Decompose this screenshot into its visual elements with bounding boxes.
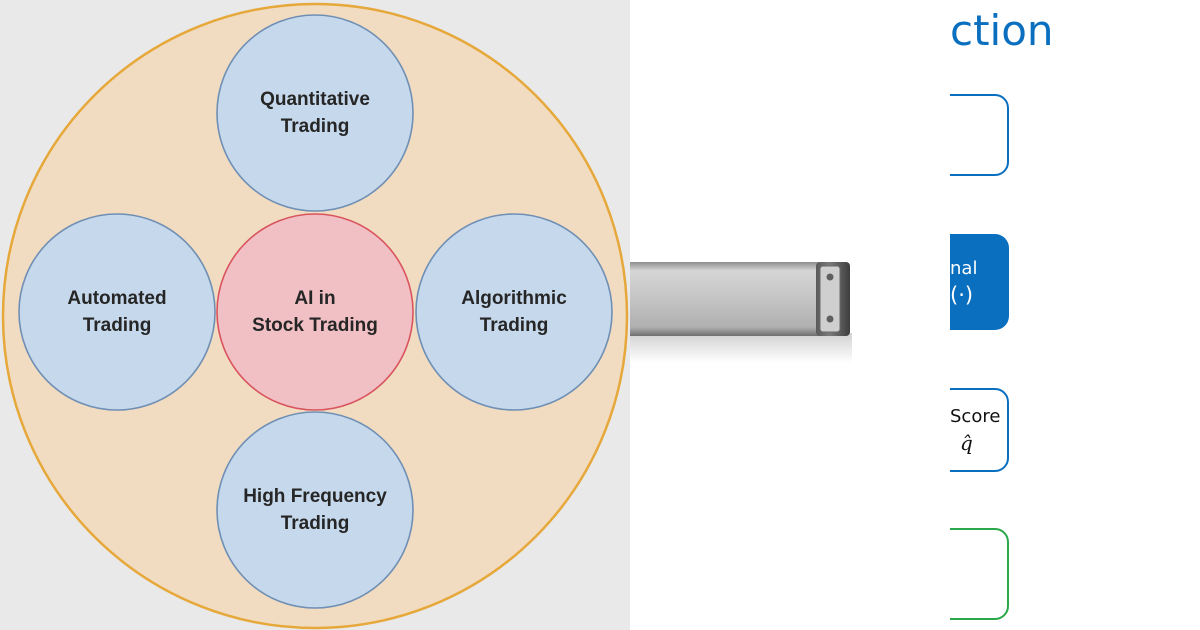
node-high-frequency-circle: [216, 411, 414, 609]
slide-heading-fragment: ction: [950, 6, 1054, 55]
slide-fragment-panel: ction nal (·) Score q̂: [950, 0, 1200, 630]
metal-bar-panel: [630, 0, 950, 630]
diagram-shapes: [1, 2, 629, 630]
metal-bar-image: [630, 262, 852, 363]
node-automated-circle: [18, 213, 216, 411]
slide-box-3: Score q̂: [950, 388, 1009, 472]
center-circle: [216, 213, 414, 411]
slide-box-2-line1: nal: [950, 258, 978, 279]
metal-bar-body: [630, 262, 822, 336]
node-high-frequency-label: High Frequency Trading: [243, 486, 387, 534]
metal-bar-screw-top: [826, 273, 834, 281]
slide-box-1: [950, 94, 1009, 176]
node-algorithmic-circle: [415, 213, 613, 411]
metal-bar-plate: [819, 265, 841, 333]
center-label: AI in Stock Trading: [252, 288, 378, 336]
slide-box-3-line1: Score: [950, 406, 1001, 427]
node-algorithmic-label: Algorithmic Trading: [461, 288, 567, 336]
slide-box-4-green: [950, 528, 1009, 620]
slide-box-2-filled: nal (·): [950, 234, 1009, 330]
node-automated-label: Automated Trading: [67, 288, 167, 336]
slide-box-3-line2: q̂: [960, 431, 973, 455]
node-quantitative-circle: [216, 14, 414, 212]
node-quantitative-label: Quantitative Trading: [260, 89, 370, 137]
metal-bar-screw-bottom: [826, 315, 834, 323]
slide-box-2-line2: (·): [950, 283, 974, 307]
trading-diagram-panel: Quantitative Trading Automated Trading A…: [0, 0, 630, 630]
